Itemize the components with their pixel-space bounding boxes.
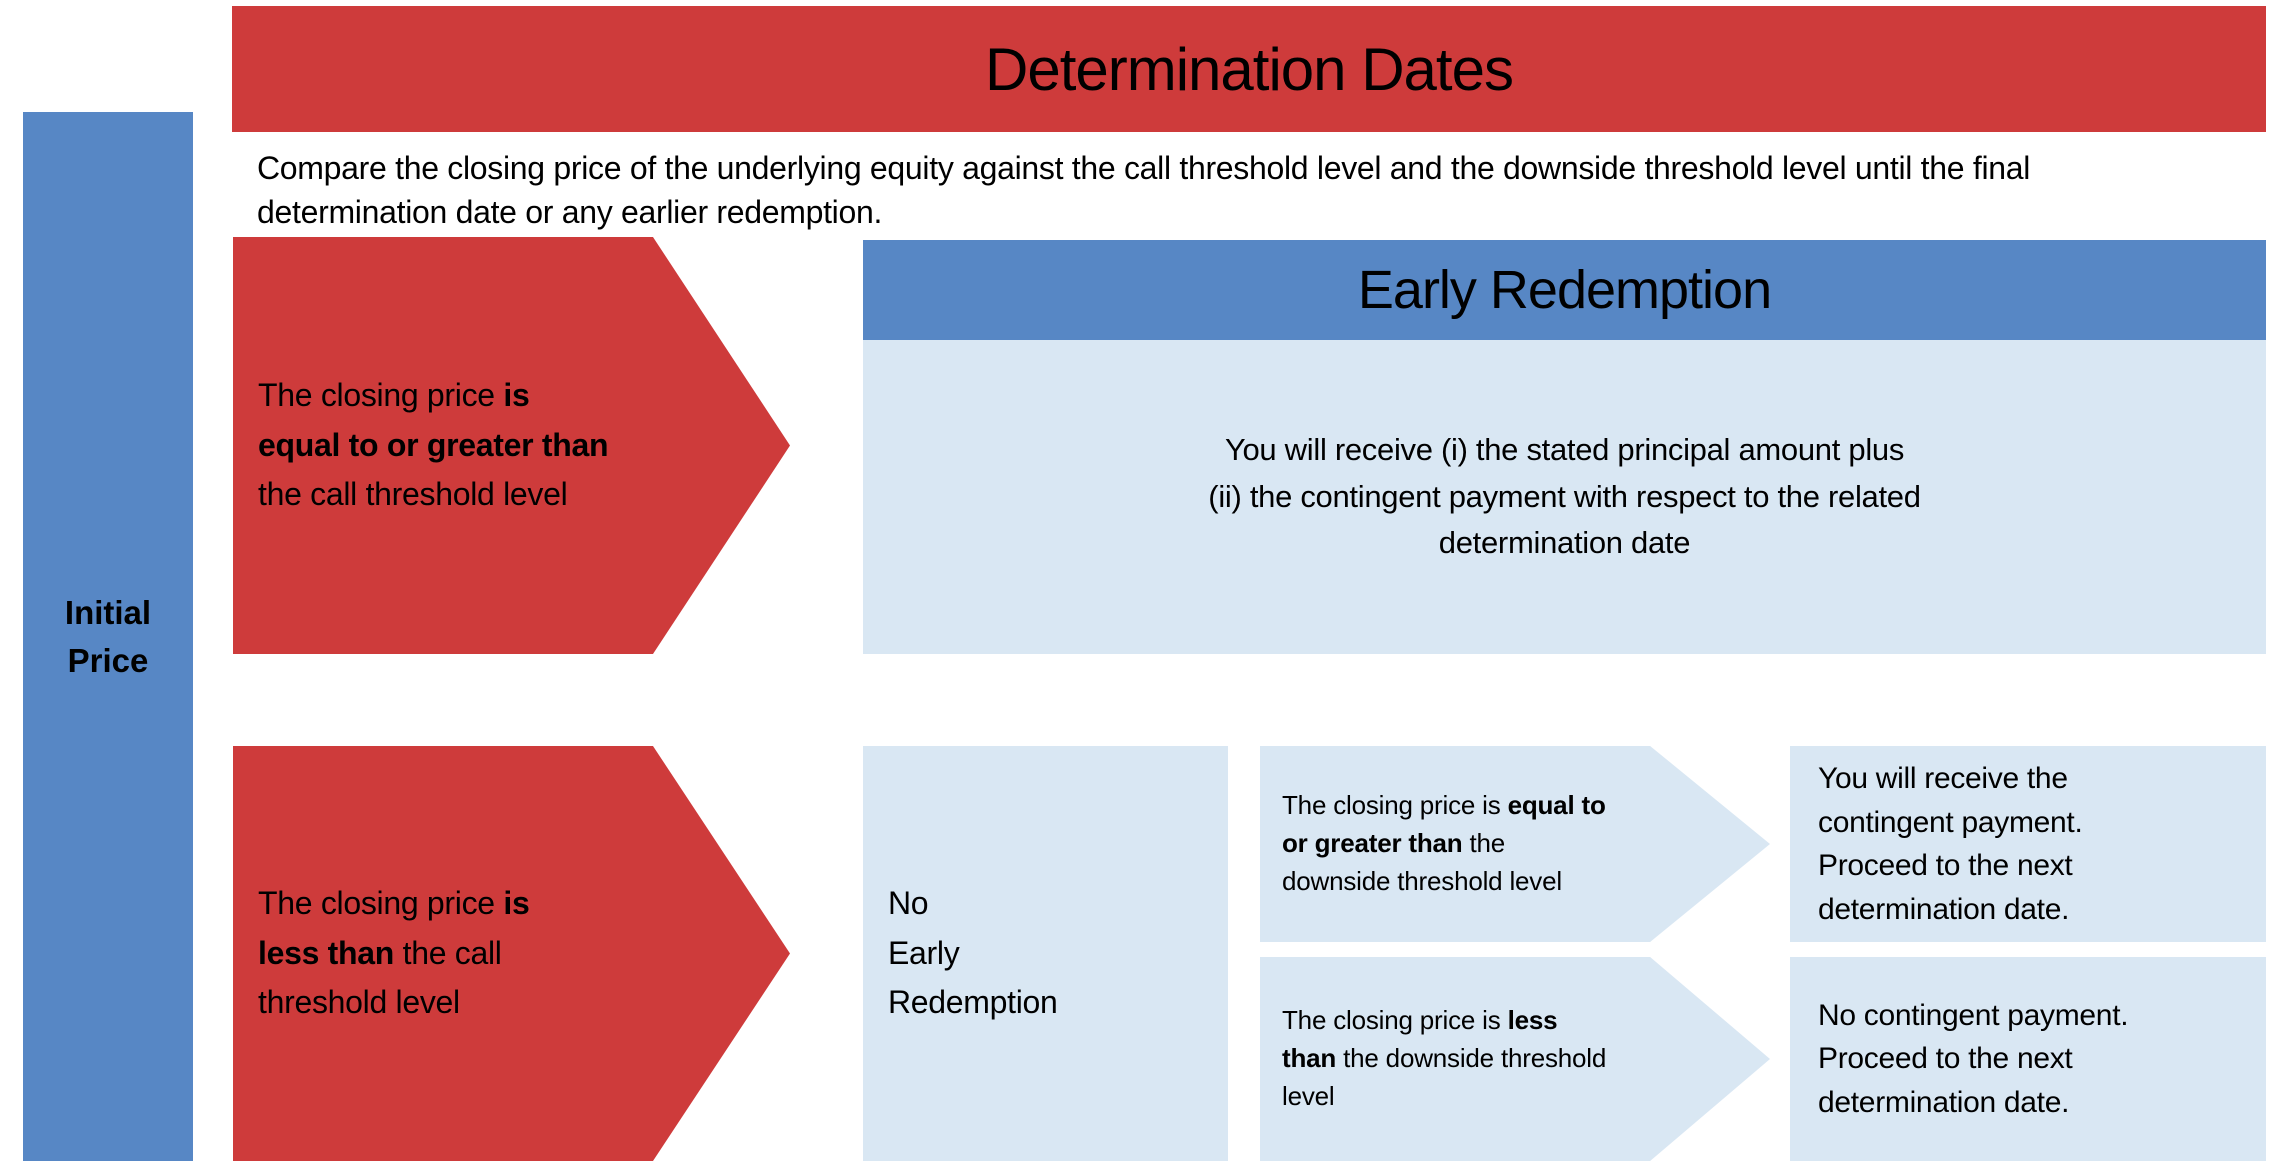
call-threshold-missed-text: The closing price is less than the call … — [258, 885, 530, 1021]
contingent-payment-text: You will receive the contingent payment.… — [1818, 762, 2083, 926]
downside-threshold-missed-text: The closing price is less than the downs… — [1282, 1005, 1607, 1111]
call-threshold-missed-arrow — [233, 746, 790, 1161]
initial-price-label: Initial Price — [64, 593, 152, 679]
no-early-redemption-label: No Early Redemption — [888, 885, 1058, 1021]
description-text: Compare the closing price of the underly… — [257, 150, 2031, 231]
call-threshold-met-text: The closing price is equal to or greater… — [258, 377, 609, 513]
no-contingent-payment-text: No contingent payment. Proceed to the ne… — [1818, 998, 2129, 1119]
early-redemption-header-text: Early Redemption — [1357, 260, 1772, 320]
downside-threshold-met-arrow — [1260, 746, 1770, 942]
initial-price-bar: Initial Price — [23, 112, 193, 1161]
call-threshold-met-arrow — [233, 237, 790, 654]
early-redemption-outcome-text: You will receive (i) the stated principa… — [1208, 432, 1921, 561]
contingent-payment-box: You will receive the contingent payment.… — [1790, 746, 2266, 942]
downside-threshold-met-text: The closing price is equal to or greater… — [1282, 790, 1606, 896]
no-contingent-payment-box: No contingent payment. Proceed to the ne… — [1790, 957, 2266, 1161]
downside-threshold-missed-arrow — [1260, 957, 1770, 1161]
title-bar: Determination Dates — [232, 6, 2266, 132]
early-redemption-outcome-box: You will receive (i) the stated principa… — [863, 340, 2266, 654]
title-text: Determination Dates — [985, 35, 1514, 103]
early-redemption-header: Early Redemption — [863, 240, 2266, 340]
no-early-redemption-box: No Early Redemption — [863, 746, 1228, 1161]
